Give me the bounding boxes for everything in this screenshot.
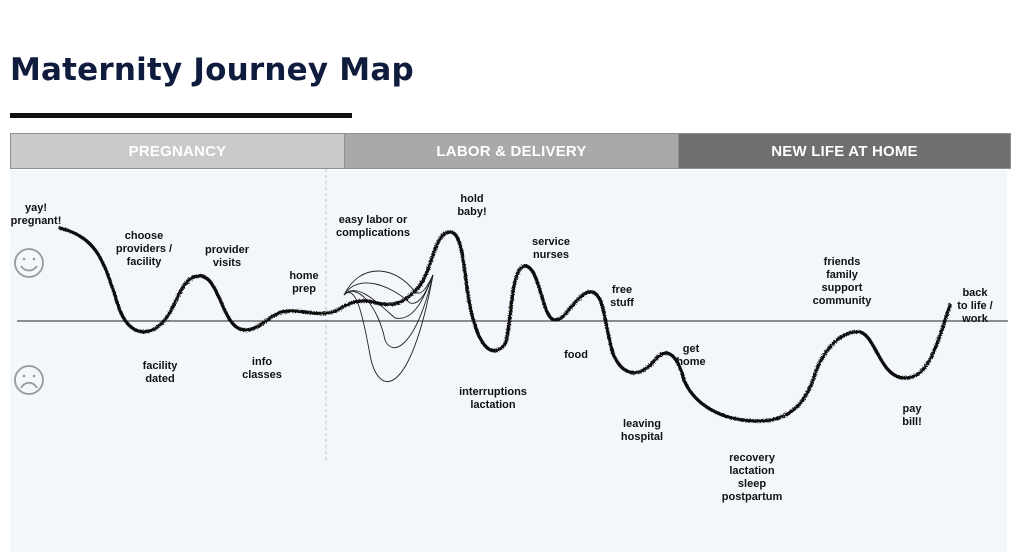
- labor-outcome-branches: [343, 270, 434, 382]
- label-info-classes: info classes: [242, 356, 282, 381]
- label-facility-dated: facility dated: [142, 360, 178, 385]
- page-title: Maternity Journey Map: [10, 52, 414, 88]
- label-hold-baby: hold baby!: [457, 193, 487, 218]
- label-service-nurses: service nurses: [532, 236, 570, 261]
- label-back-to-life: back to life / work: [957, 287, 993, 325]
- title-underline: [10, 113, 352, 118]
- label-choose-providers: choose providers / facility: [115, 230, 173, 268]
- label-free-stuff: free stuff: [610, 284, 634, 309]
- label-get-home: get home: [676, 343, 706, 368]
- label-easy-labor: easy labor or complications: [336, 214, 410, 239]
- phase-pregnancy: PREGNANCY: [10, 133, 345, 169]
- journey-curve: [58, 226, 952, 423]
- label-leaving-hospital: leaving hospital: [620, 418, 664, 443]
- label-home-prep: home prep: [289, 270, 319, 295]
- label-yay-pregnant: yay! pregnant!: [10, 202, 62, 227]
- label-friends-family: friends family support community: [812, 256, 872, 307]
- label-interruptions: interruptions lactation: [459, 386, 527, 411]
- label-provider-visits: provider visits: [204, 244, 250, 269]
- label-recovery: recovery lactation sleep postpartum: [721, 452, 783, 503]
- phase-new-life-at-home: NEW LIFE AT HOME: [678, 133, 1011, 169]
- sad-face-icon: [14, 365, 44, 395]
- label-pay-bill: pay bill!: [902, 403, 922, 428]
- label-food: food: [564, 349, 588, 361]
- happy-face-icon: [14, 248, 44, 278]
- phase-labor-delivery: LABOR & DELIVERY: [344, 133, 679, 169]
- journey-board: [10, 170, 1007, 552]
